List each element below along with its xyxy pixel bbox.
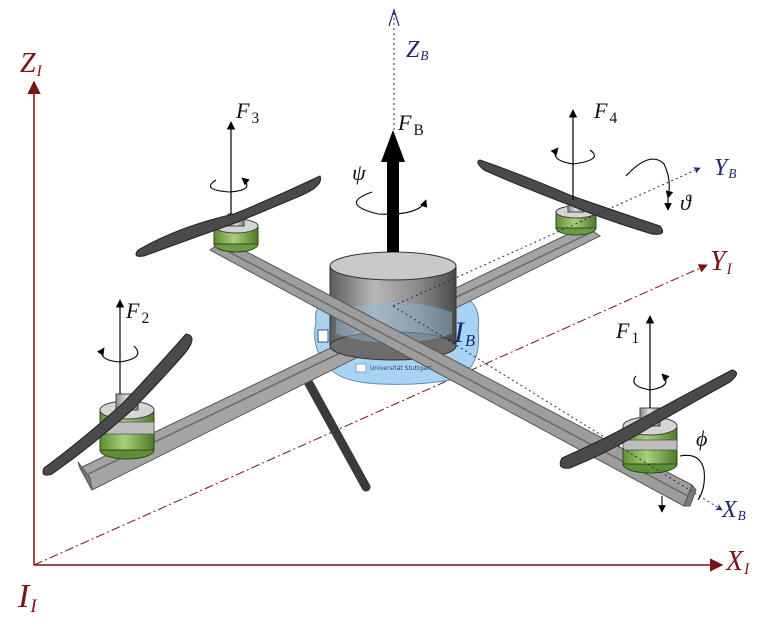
body-z-sub: B <box>420 48 429 64</box>
inertial-z-main: Z <box>20 48 36 79</box>
inertial-x-main: X <box>726 546 744 577</box>
force-f1-main: F <box>616 318 630 343</box>
body-origin-main: I <box>454 316 464 349</box>
body-y-axis <box>392 167 701 307</box>
plate-emblem <box>317 329 329 343</box>
roll-label: ϕ <box>696 426 708 451</box>
landing-leg <box>301 373 371 492</box>
propeller-f2 <box>42 333 193 476</box>
inertial-origin-sub: I <box>30 595 37 617</box>
body-x-label: XB <box>722 498 746 522</box>
rotation-arc-f4 <box>550 147 595 165</box>
inertial-origin-label: II <box>18 578 37 617</box>
force-f3-sub: 3 <box>251 110 260 128</box>
body-y-main: Y <box>714 155 728 181</box>
inertial-z-sub: I <box>36 62 42 80</box>
body-origin-label: IB <box>454 316 476 351</box>
pitch-label: ϑ <box>680 190 691 215</box>
inertial-x-sub: I <box>744 560 750 578</box>
university-logo <box>355 363 367 373</box>
propeller-f3 <box>135 175 322 257</box>
arm-f2-f4 <box>77 225 601 491</box>
inertial-x-label: XI <box>726 546 750 578</box>
force-body-sub: B <box>413 122 424 140</box>
inertial-z-label: ZI <box>20 48 42 80</box>
body-z-main: Z <box>406 37 420 63</box>
force-f2-main: F <box>126 298 140 323</box>
body-y-sub: B <box>728 166 737 182</box>
rotation-arc-f3 <box>209 177 250 193</box>
roll-indicator <box>658 454 705 513</box>
force-f1-sub: 1 <box>631 330 640 348</box>
pitch-indicator <box>625 158 674 211</box>
body-x-main: X <box>722 497 737 523</box>
inertial-y-label: YI <box>710 246 732 278</box>
inertial-y-axis <box>33 264 708 566</box>
force-body-main: F <box>398 110 412 135</box>
university-logo-text: Universität Stuttgart <box>370 365 432 372</box>
body-z-label: ZB <box>406 38 428 62</box>
inertial-frame <box>27 80 724 572</box>
yaw-arc <box>355 191 428 215</box>
body-y-label: YB <box>714 156 736 180</box>
inertial-y-sub: I <box>726 260 732 278</box>
rotor-thrust-arrows <box>115 109 655 408</box>
body-z-arrowhead <box>388 7 400 27</box>
yaw-label: ψ <box>352 160 366 185</box>
rotation-arc-f1 <box>633 373 670 391</box>
body-x-sub: B <box>737 508 746 524</box>
rotation-arcs <box>96 147 670 391</box>
propeller-f1 <box>559 369 737 469</box>
force-f3-main: F <box>236 98 250 123</box>
rotation-arc-f2 <box>96 345 139 363</box>
inertial-y-main: Y <box>710 246 726 277</box>
body-origin-sub: B <box>465 331 476 351</box>
force-f2-sub: 2 <box>141 310 150 328</box>
body-thrust-arrow <box>381 130 405 252</box>
inertial-origin-main: I <box>18 578 30 615</box>
propeller-f4 <box>477 159 664 235</box>
force-f4-sub: 4 <box>609 110 618 128</box>
force-f4-main: F <box>594 98 608 123</box>
